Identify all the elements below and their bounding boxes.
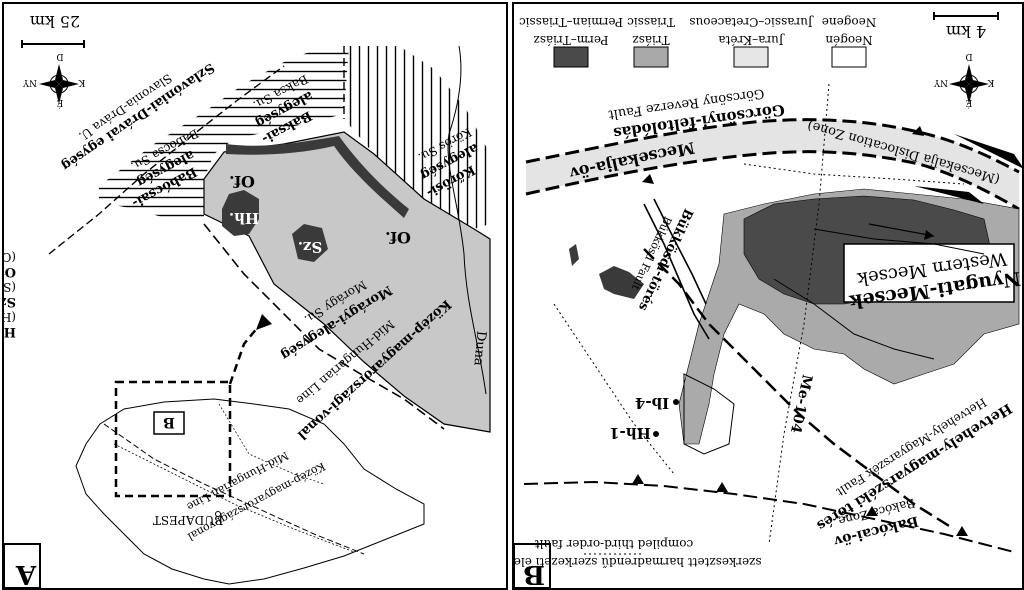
- legend-b-permian-hu: Perm–Triász: [534, 33, 609, 47]
- legend-a-1: (Ofalu U.): [4, 250, 16, 264]
- ib4-well-dot: [673, 399, 679, 405]
- western-arrow: [868, 223, 935, 237]
- compass-b-e: K: [987, 77, 994, 87]
- box-b-frame: [153, 411, 185, 435]
- hetvehely-en: Hetvehely-Magyarszék Fault: [834, 395, 989, 499]
- legend-b-triassic-hu: Triász: [632, 33, 669, 47]
- hh1-label: Hh-1: [609, 424, 651, 442]
- inset-river: [218, 403, 325, 485]
- thrust-tooth-2: [912, 126, 924, 136]
- mecsekalja-zone: [526, 119, 1019, 209]
- hetvehely-fault: [643, 248, 955, 531]
- legend-b-jurassic-en: Jurassic–Cretaceous: [689, 15, 814, 29]
- panel-a-letter-box: [4, 543, 41, 588]
- of-label-2: Of.: [385, 228, 411, 247]
- compass-a-w: NY: [22, 77, 37, 87]
- legend-swatch-permian: [553, 46, 589, 68]
- duna-label: Duna: [470, 330, 488, 366]
- dislocation-arrow-1: [954, 134, 1022, 168]
- kozep-line-inset: [103, 423, 365, 555]
- legend-a-5: (Horváthertelend U.): [4, 310, 16, 324]
- ib4-outline: [683, 373, 735, 455]
- compass-b-s: É: [966, 97, 973, 109]
- ofalu-strip: [226, 136, 409, 218]
- ib4-label: Ib-4: [635, 394, 669, 412]
- compass-a-s: É: [57, 97, 64, 109]
- internal-fault-1: [773, 278, 935, 360]
- budapest-dot: [215, 511, 221, 517]
- bukkosd-fault-2: [653, 198, 707, 305]
- bakocai-zone: [523, 480, 1015, 553]
- legend-b-neogene-en: Neogene: [822, 15, 876, 29]
- inset-mid-hungarian: Mid-Hungarian Line: [185, 449, 291, 514]
- bakocai-tooth-3: [866, 506, 878, 516]
- thrust-tooth-1: [642, 174, 654, 184]
- of-label-1: Of.: [229, 172, 255, 191]
- mid-hungarian-line: [203, 223, 445, 430]
- legend-a-4: Sz. – Szalatnaki-egység: [4, 294, 16, 309]
- third-order-fault-1: [553, 303, 675, 475]
- compiled-hu: szerkesztett harmadrendű szerkezeti elem: [514, 555, 762, 569]
- dislocation-arrow-2: [914, 186, 984, 204]
- legend-b-triassic-en: Triassic: [627, 15, 675, 29]
- panel-b-letter-box: [514, 543, 551, 588]
- legend-swatch-neogene: [831, 46, 867, 68]
- duna-river: [447, 45, 487, 395]
- legend-a-6: Hh. – Horváthertelendi-egység: [4, 324, 16, 339]
- legend-b-permian-en: Permian–Triassic: [519, 15, 623, 29]
- legend-b-neogene-hu: Neogén: [825, 33, 873, 47]
- bakocai-tooth-2: [716, 482, 728, 492]
- hh-body: [222, 190, 259, 236]
- sz-body: [292, 224, 328, 262]
- sz-label: Sz.: [298, 238, 323, 256]
- panel-a-map: 25 km D É K NY Slavonia-Dráva U. Szlavón…: [4, 12, 491, 588]
- panel-a: 25 km D É K NY Slavonia-Dráva U. Szlavón…: [2, 2, 508, 590]
- compass-b-icon: [949, 64, 989, 104]
- compass-a-icon: [39, 64, 79, 104]
- island-1: [569, 244, 579, 266]
- compass-b-w: NY: [933, 77, 948, 87]
- bakocai-tooth-1: [632, 474, 644, 484]
- hh1-well-dot: [653, 431, 659, 437]
- pointer-arrow: [228, 321, 263, 385]
- legend-a-2: Of. – Ófalui-egység: [4, 264, 16, 281]
- compass-a-n: D: [56, 51, 63, 61]
- budapest-label: BUDAPEST: [153, 513, 223, 527]
- compiled-en: compiled third-order fault: [535, 537, 694, 551]
- legend-swatch-jurassic: [733, 46, 769, 68]
- bakocai-tooth-4: [956, 526, 968, 536]
- area-box: [114, 380, 232, 498]
- pointer-arrow-head: [256, 314, 272, 330]
- scale-label-b: 4 km: [946, 22, 986, 41]
- scale-label-a: 25 km: [30, 12, 80, 31]
- hh-label: Hh.: [229, 209, 259, 227]
- third-order-fault-2: [743, 163, 965, 185]
- me-104-line: [768, 83, 830, 545]
- panel-a-letter: A: [15, 559, 37, 588]
- hungary-outline: [75, 398, 425, 585]
- mecsekalja-north-boundary: [525, 118, 1020, 174]
- panel-b: 4 km D É K NY Permian–Triassic Perm–Triá…: [512, 2, 1024, 590]
- legend-a-3: (Szalatnak U.): [4, 280, 16, 294]
- island-2: [599, 266, 644, 299]
- babocsa-subunit-hatch: [99, 46, 349, 219]
- compass-b-n: D: [965, 51, 972, 61]
- legend-swatch-triassic: [633, 46, 669, 68]
- koros-subunit-hatch: [344, 46, 490, 229]
- inset-dotted-line: [113, 443, 355, 553]
- western-mecsek-box: [843, 243, 1015, 303]
- legend-b-jurassic-hu: Jura–Kréta: [718, 33, 785, 47]
- panel-b-letter: B: [523, 559, 545, 588]
- unit-boundary-1: [48, 65, 285, 255]
- panel-b-map: 4 km D É K NY Permian–Triassic Perm–Triá…: [514, 12, 1022, 588]
- mecsekalja-south-boundary: [525, 150, 1020, 211]
- box-b-label: B: [163, 414, 175, 430]
- bukkosd-fault-1: [643, 203, 710, 340]
- compass-a-e: K: [78, 77, 85, 87]
- internal-fault-2: [813, 228, 985, 255]
